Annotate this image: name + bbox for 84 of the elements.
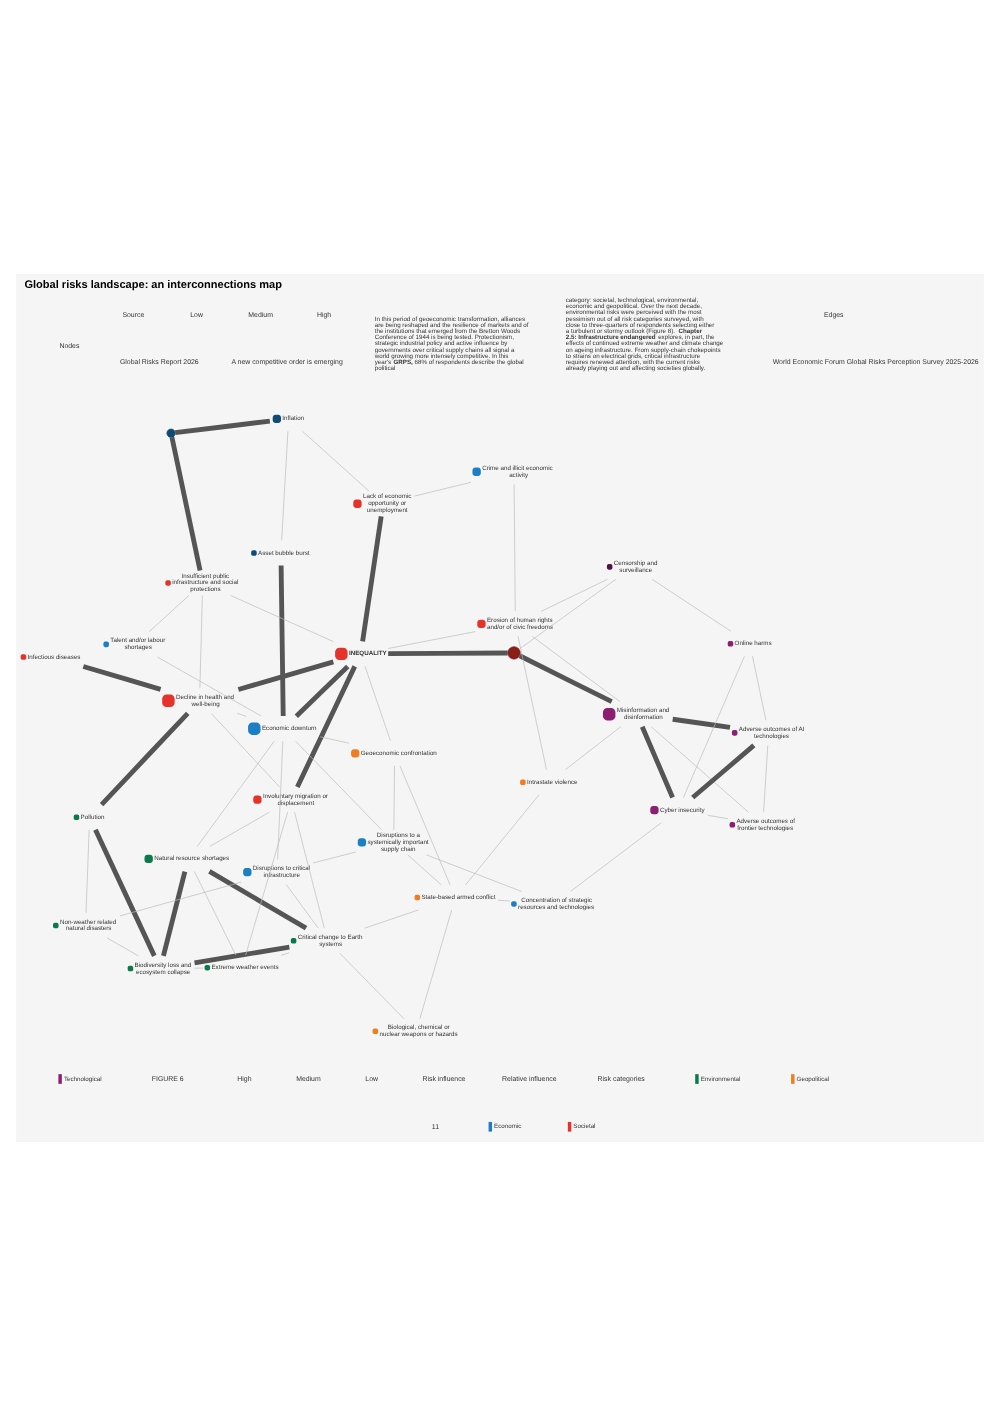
connector xyxy=(518,652,613,703)
connector xyxy=(640,724,675,798)
connector xyxy=(208,868,308,930)
node-circle xyxy=(127,964,134,971)
connector xyxy=(393,764,395,830)
connector xyxy=(360,515,384,641)
connector xyxy=(565,725,622,769)
connector xyxy=(388,649,508,656)
connector xyxy=(285,883,319,928)
connector xyxy=(651,578,732,631)
node-circle xyxy=(166,427,176,437)
node-circle xyxy=(414,893,421,900)
node-circle xyxy=(507,645,521,659)
connector xyxy=(106,936,139,956)
connector xyxy=(277,739,284,860)
node-circle xyxy=(520,778,526,785)
connector xyxy=(672,715,731,729)
connector xyxy=(230,594,334,641)
connector xyxy=(82,663,162,691)
connector xyxy=(199,594,203,688)
node-circle xyxy=(729,821,736,827)
connector xyxy=(295,664,357,787)
node-circle xyxy=(53,921,59,928)
node-circle xyxy=(20,653,27,659)
connector xyxy=(419,908,453,1018)
connector xyxy=(237,658,335,691)
connector xyxy=(465,793,540,885)
connector xyxy=(174,417,271,435)
node-circle xyxy=(511,900,517,906)
connector xyxy=(169,435,203,570)
connector xyxy=(99,710,190,806)
connector xyxy=(518,578,617,649)
node-circle xyxy=(727,639,734,646)
connector xyxy=(196,739,275,846)
connector xyxy=(194,966,204,968)
connector xyxy=(280,951,290,955)
connector xyxy=(194,943,290,965)
connector xyxy=(399,764,451,885)
connector xyxy=(211,712,281,787)
connector xyxy=(707,813,729,819)
connector xyxy=(194,870,237,955)
connector xyxy=(294,663,350,717)
connector xyxy=(85,828,90,913)
connector xyxy=(763,744,769,812)
connector xyxy=(302,430,370,491)
node-circle xyxy=(204,963,211,970)
connector xyxy=(570,821,662,891)
connector xyxy=(93,827,157,956)
connector xyxy=(161,870,188,956)
connector xyxy=(414,480,472,496)
connector xyxy=(752,654,767,720)
connector xyxy=(294,810,325,928)
node-circle xyxy=(731,729,738,735)
connector xyxy=(148,594,190,631)
connector xyxy=(157,655,262,716)
node-circle xyxy=(165,579,171,585)
connector xyxy=(278,564,286,716)
connector xyxy=(281,429,289,540)
connector xyxy=(540,578,608,611)
connector xyxy=(319,735,350,743)
connector xyxy=(209,810,270,846)
node-circle xyxy=(372,1027,379,1033)
connector xyxy=(517,635,547,769)
connector xyxy=(339,951,405,1019)
connector xyxy=(426,853,522,891)
connector xyxy=(683,655,745,797)
connector xyxy=(312,850,357,863)
connector xyxy=(295,740,382,830)
connector xyxy=(245,810,288,955)
node-circle xyxy=(103,640,109,647)
connector xyxy=(691,742,756,799)
node-circle xyxy=(290,936,297,943)
node-circle xyxy=(606,563,613,569)
connector xyxy=(407,853,442,885)
connector xyxy=(513,483,516,611)
connector xyxy=(497,898,511,901)
node-circle xyxy=(251,549,257,555)
connector xyxy=(119,880,242,916)
connector xyxy=(387,630,476,648)
connector xyxy=(650,725,749,812)
connector xyxy=(364,908,419,928)
node-circle xyxy=(73,813,80,819)
connector xyxy=(364,665,391,741)
connector xyxy=(531,635,621,701)
